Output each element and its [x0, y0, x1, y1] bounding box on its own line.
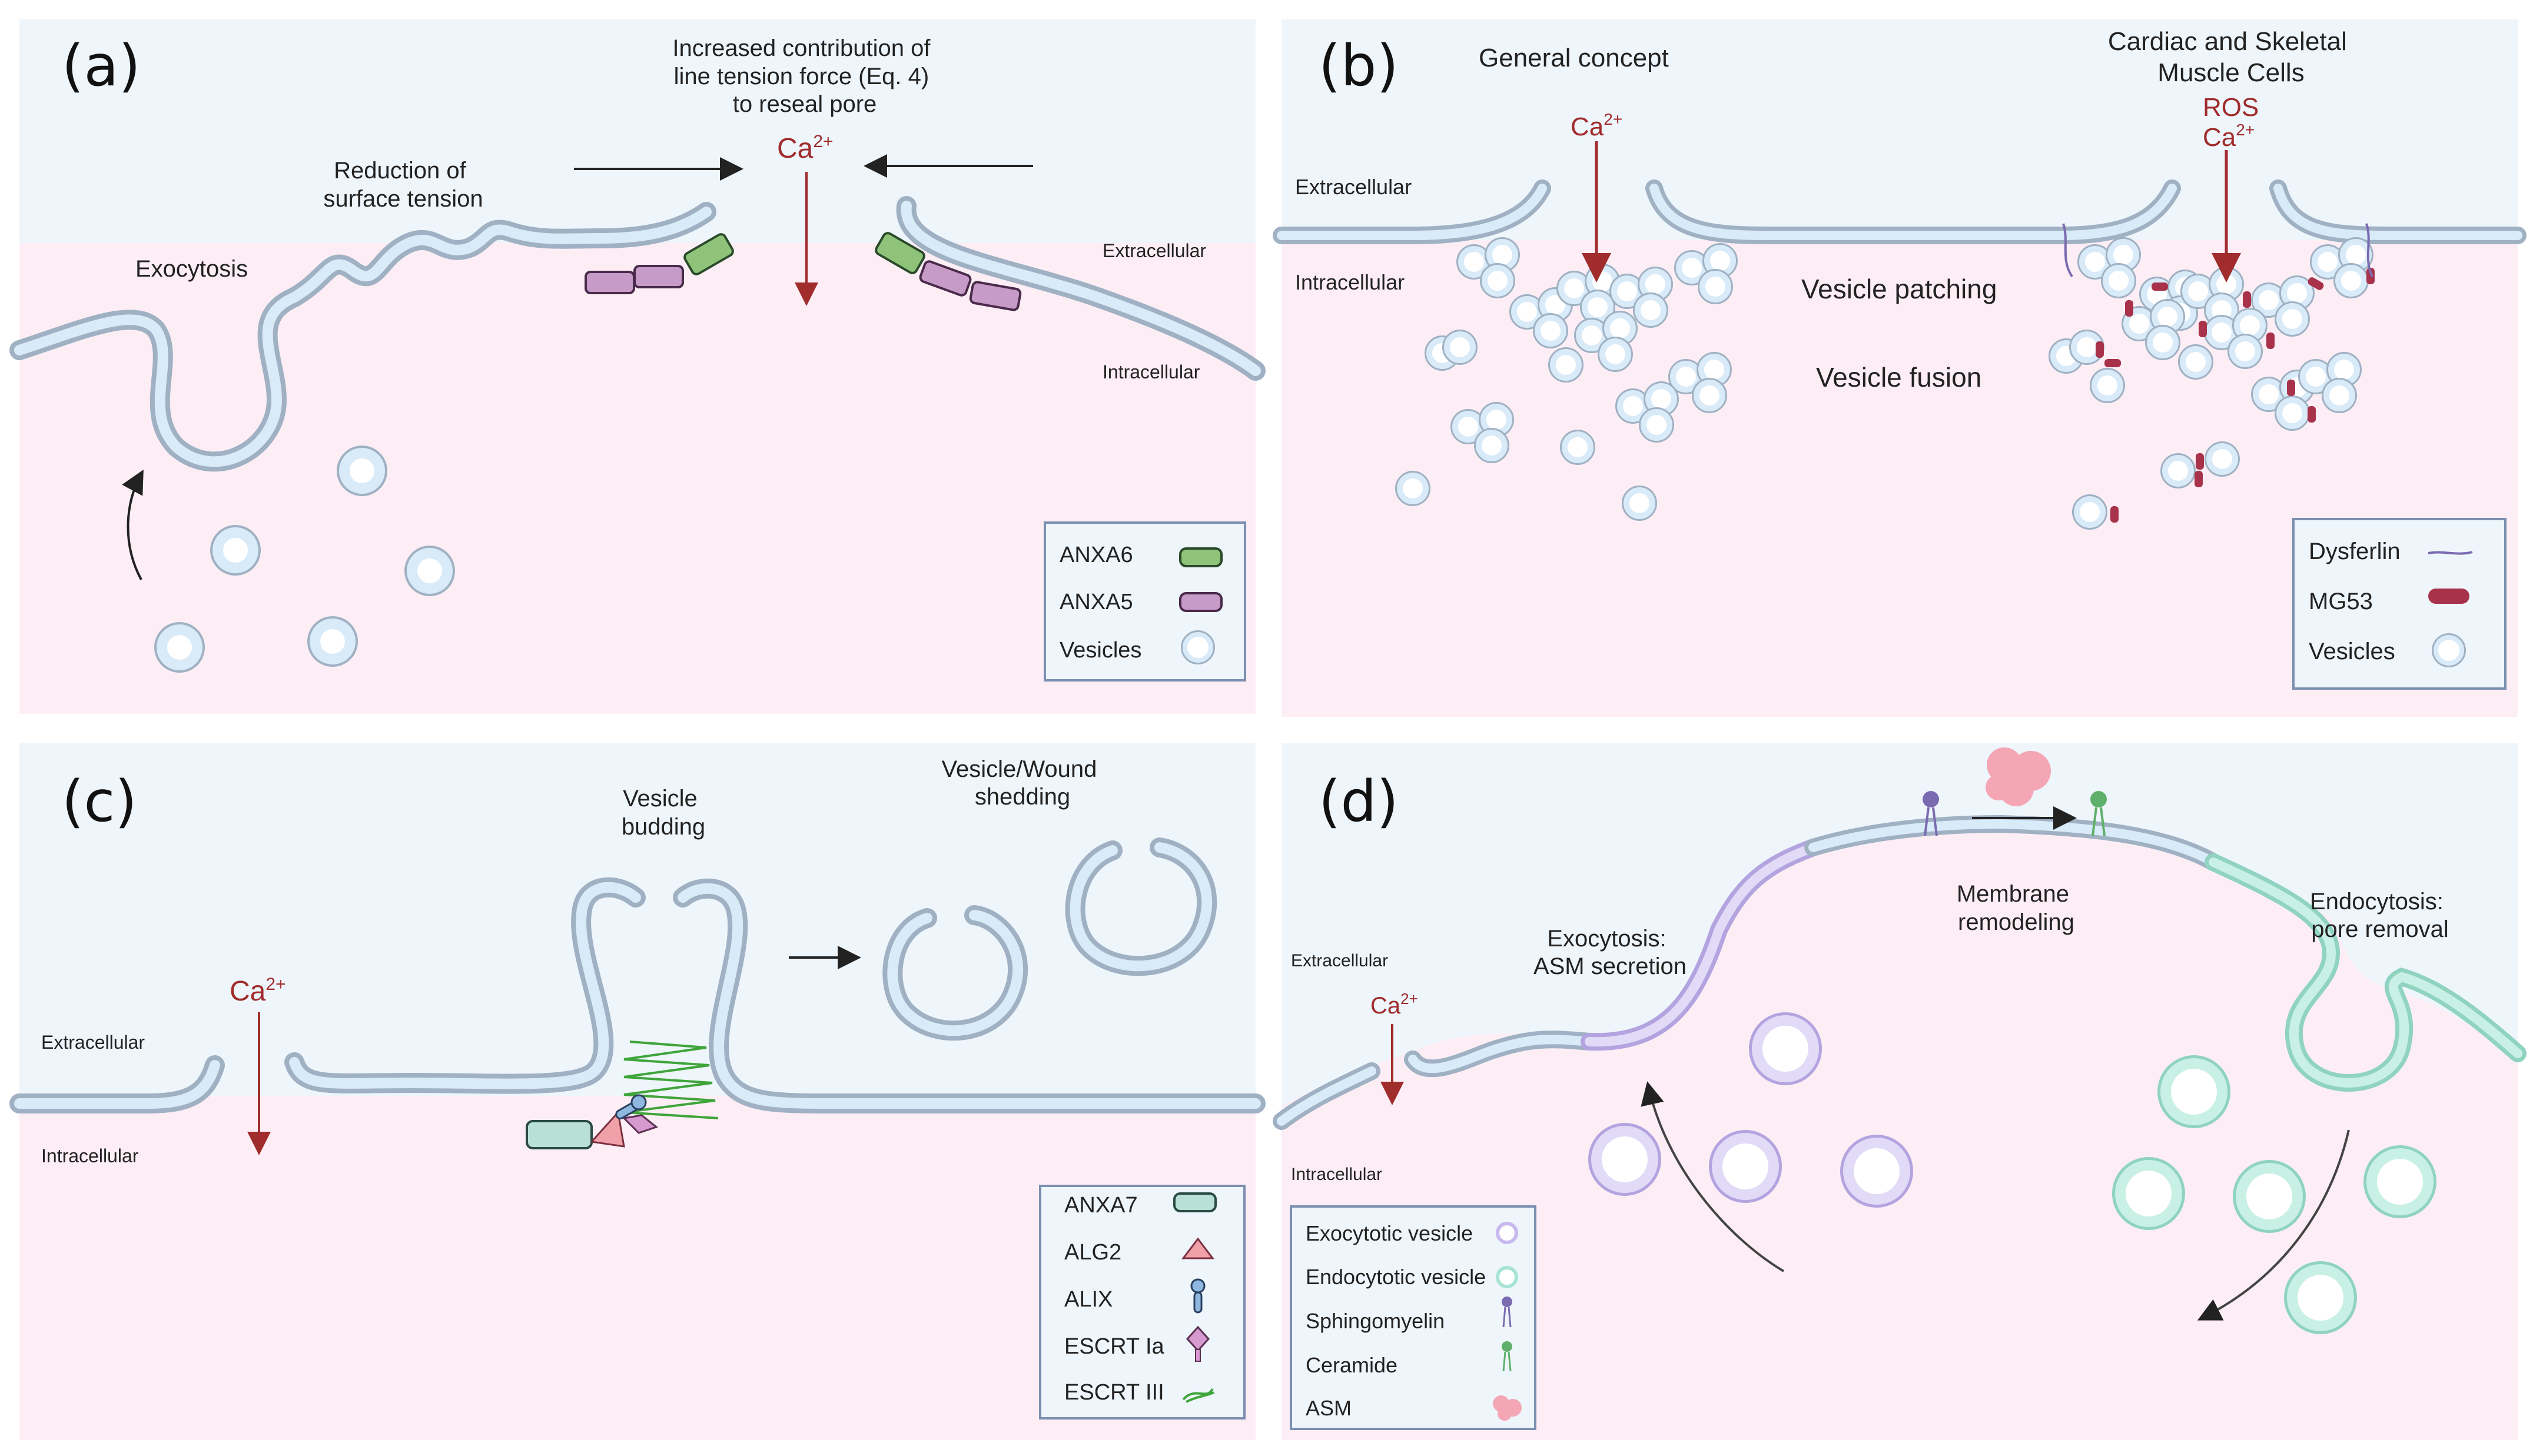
- alix-protein: [630, 1094, 647, 1111]
- panel-a-legend: ANXA6 ANXA5 Vesicles: [1044, 521, 1246, 682]
- calcium-label: Ca2+: [230, 975, 286, 1007]
- anxa5-protein: [633, 265, 684, 288]
- legend-label: Ceramide: [1306, 1353, 1397, 1377]
- escrt-ia-diamond-icon: [1186, 1325, 1210, 1362]
- sphingomyelin-icon: [1502, 1297, 1512, 1328]
- extracellular-label: Extracellular: [41, 1032, 145, 1053]
- exocytosis-caption: Exocytosis: ASM secretion: [1533, 926, 1687, 979]
- escrt-iii-spiral: [623, 1041, 719, 1119]
- panel-d-membrane: [1273, 815, 2527, 1130]
- legend-label: ANXA5: [1060, 590, 1133, 614]
- exocytotic-vesicle-icon: [1496, 1222, 1518, 1244]
- exocytosis-arrow: [122, 469, 144, 580]
- alix-lollipop-icon: [1190, 1278, 1206, 1314]
- legend-label: ASM: [1306, 1396, 1352, 1420]
- asm-blob-icon: [1493, 1395, 1522, 1421]
- calcium-label: Ca2+: [1571, 110, 1622, 141]
- asm-enzyme: [1986, 747, 2051, 806]
- legend-label: Vesicles: [2309, 639, 2395, 664]
- anxa5-protein: [919, 260, 972, 297]
- remodeling-caption: Membrane remodeling: [1957, 881, 2076, 935]
- panel-a-extracellular: [19, 19, 1256, 243]
- alg2-protein: [590, 1110, 625, 1148]
- calcium-label: Ca2+: [777, 132, 834, 164]
- extracellular-label: Extracellular: [1291, 951, 1388, 970]
- anxa5-rod-icon: [1179, 592, 1223, 612]
- ros-label: ROS: [2203, 93, 2259, 122]
- sphingomyelin-lipid: [1923, 791, 1939, 836]
- legend-label: ANXA7: [1064, 1193, 1138, 1218]
- extracellular-label: Extracellular: [1103, 240, 1206, 261]
- panel-b: (b) General concept Cardiac and Skeletal…: [1273, 19, 2527, 717]
- mg53-proteins: [2096, 268, 2375, 523]
- extracellular-label: Extracellular: [1295, 175, 1412, 199]
- panel-c-legend: ANXA7 ALG2 ALIX ESCRT Ia ESCRT III: [1039, 1185, 1246, 1420]
- legend-label: ALIX: [1064, 1287, 1113, 1312]
- vesicle-fusion-label: Vesicle fusion: [1816, 362, 1981, 393]
- legend-label: ANXA6: [1060, 543, 1133, 567]
- panel-c-letter: (c): [62, 769, 137, 835]
- legend-label: Vesicles: [1060, 638, 1141, 663]
- intracellular-label: Intracellular: [1291, 1165, 1382, 1184]
- anxa7-capsule-icon: [1173, 1192, 1217, 1212]
- calcium-label: Ca2+: [1370, 990, 1418, 1019]
- exocytosis-path-arrow: [1641, 1081, 1785, 1272]
- panel-d: (d) Exocytosis: ASM secretion Membrane r…: [1273, 743, 2527, 1440]
- vesicle-patching-label: Vesicle patching: [1801, 274, 1997, 304]
- anxa5-protein: [585, 271, 635, 294]
- anxa5-protein: [969, 281, 1022, 311]
- panel-a-letter: (a): [62, 33, 141, 99]
- calcium-label: Ca2+: [2203, 121, 2255, 152]
- panel-b-membrane: [1273, 179, 2527, 244]
- dysferlin-strand-icon: [2428, 551, 2473, 555]
- ceramide-lipid: [2090, 791, 2107, 836]
- panel-d-extracellular: [1282, 743, 2518, 1106]
- panel-d-legend: Exocytotic vesicle Endocytotic vesicle S…: [1290, 1205, 1536, 1430]
- legend-label: ESCRT III: [1064, 1380, 1164, 1405]
- vesicle-budding-caption: Vesicle budding: [622, 786, 705, 840]
- vesicle-ring-icon: [2432, 633, 2466, 667]
- legend-label: ESCRT Ia: [1064, 1334, 1165, 1359]
- dysferlin-strand: [2062, 223, 2073, 278]
- legend-label: ALG2: [1064, 1240, 1121, 1265]
- vesicle-shedding-caption: Vesicle/Wound shedding: [942, 756, 1104, 810]
- legend-label: MG53: [2309, 589, 2373, 614]
- panel-b-letter: (b): [1319, 33, 1399, 99]
- intracellular-label: Intracellular: [1295, 270, 1405, 294]
- endocytosis-caption: Endocytosis: pore removal: [2310, 889, 2450, 942]
- intracellular-label: Intracellular: [1103, 361, 1200, 383]
- legend-label: Sphingomyelin: [1306, 1309, 1445, 1333]
- endocytosis-path-arrow: [2197, 1129, 2350, 1321]
- anxa7-protein: [526, 1120, 593, 1149]
- anxa6-protein: [875, 232, 925, 274]
- panel-b-legend: Dysferlin MG53 Vesicles: [2292, 518, 2507, 690]
- legend-label: Endocytotic vesicle: [1306, 1265, 1486, 1289]
- ceramide-icon: [1502, 1341, 1512, 1372]
- general-concept-label: General concept: [1479, 44, 1669, 72]
- muscle-cells-caption: Cardiac and Skeletal Muscle Cells: [2108, 27, 2354, 87]
- surface-tension-caption: Reduction of surface tension: [323, 158, 483, 212]
- dysferlin-strand: [2365, 223, 2373, 277]
- anxa6-protein: [683, 233, 734, 275]
- legend-label: Exocytotic vesicle: [1306, 1221, 1473, 1245]
- legend-label: Dysferlin: [2309, 538, 2401, 564]
- escrt-ia-protein: [622, 1114, 659, 1134]
- vesicle-ring-icon: [1181, 630, 1215, 664]
- line-tension-caption: Increased contribution of line tension f…: [672, 35, 937, 117]
- panel-a-membrane: [9, 196, 1266, 472]
- escrt-iii-spiral-icon: [1182, 1388, 1214, 1403]
- panel-c-extracellular: [19, 743, 1256, 1096]
- alg2-triangle-icon: [1181, 1237, 1215, 1259]
- panel-d-letter: (d): [1319, 769, 1399, 835]
- panel-c-membrane: [9, 877, 1266, 1113]
- anxa6-rod-icon: [1179, 547, 1223, 567]
- panel-b-extracellular: [1282, 19, 2518, 240]
- intracellular-label: Intracellular: [41, 1145, 139, 1166]
- panel-c: (c) Vesicle budding Vesicle/Wound sheddi…: [9, 743, 1266, 1440]
- exocytosis-label: Exocytosis: [135, 256, 248, 282]
- panel-a: (a) Increased contribution of line tensi…: [9, 19, 1266, 714]
- endocytotic-vesicle-icon: [1496, 1266, 1518, 1288]
- mg53-rod-icon: [2428, 589, 2469, 604]
